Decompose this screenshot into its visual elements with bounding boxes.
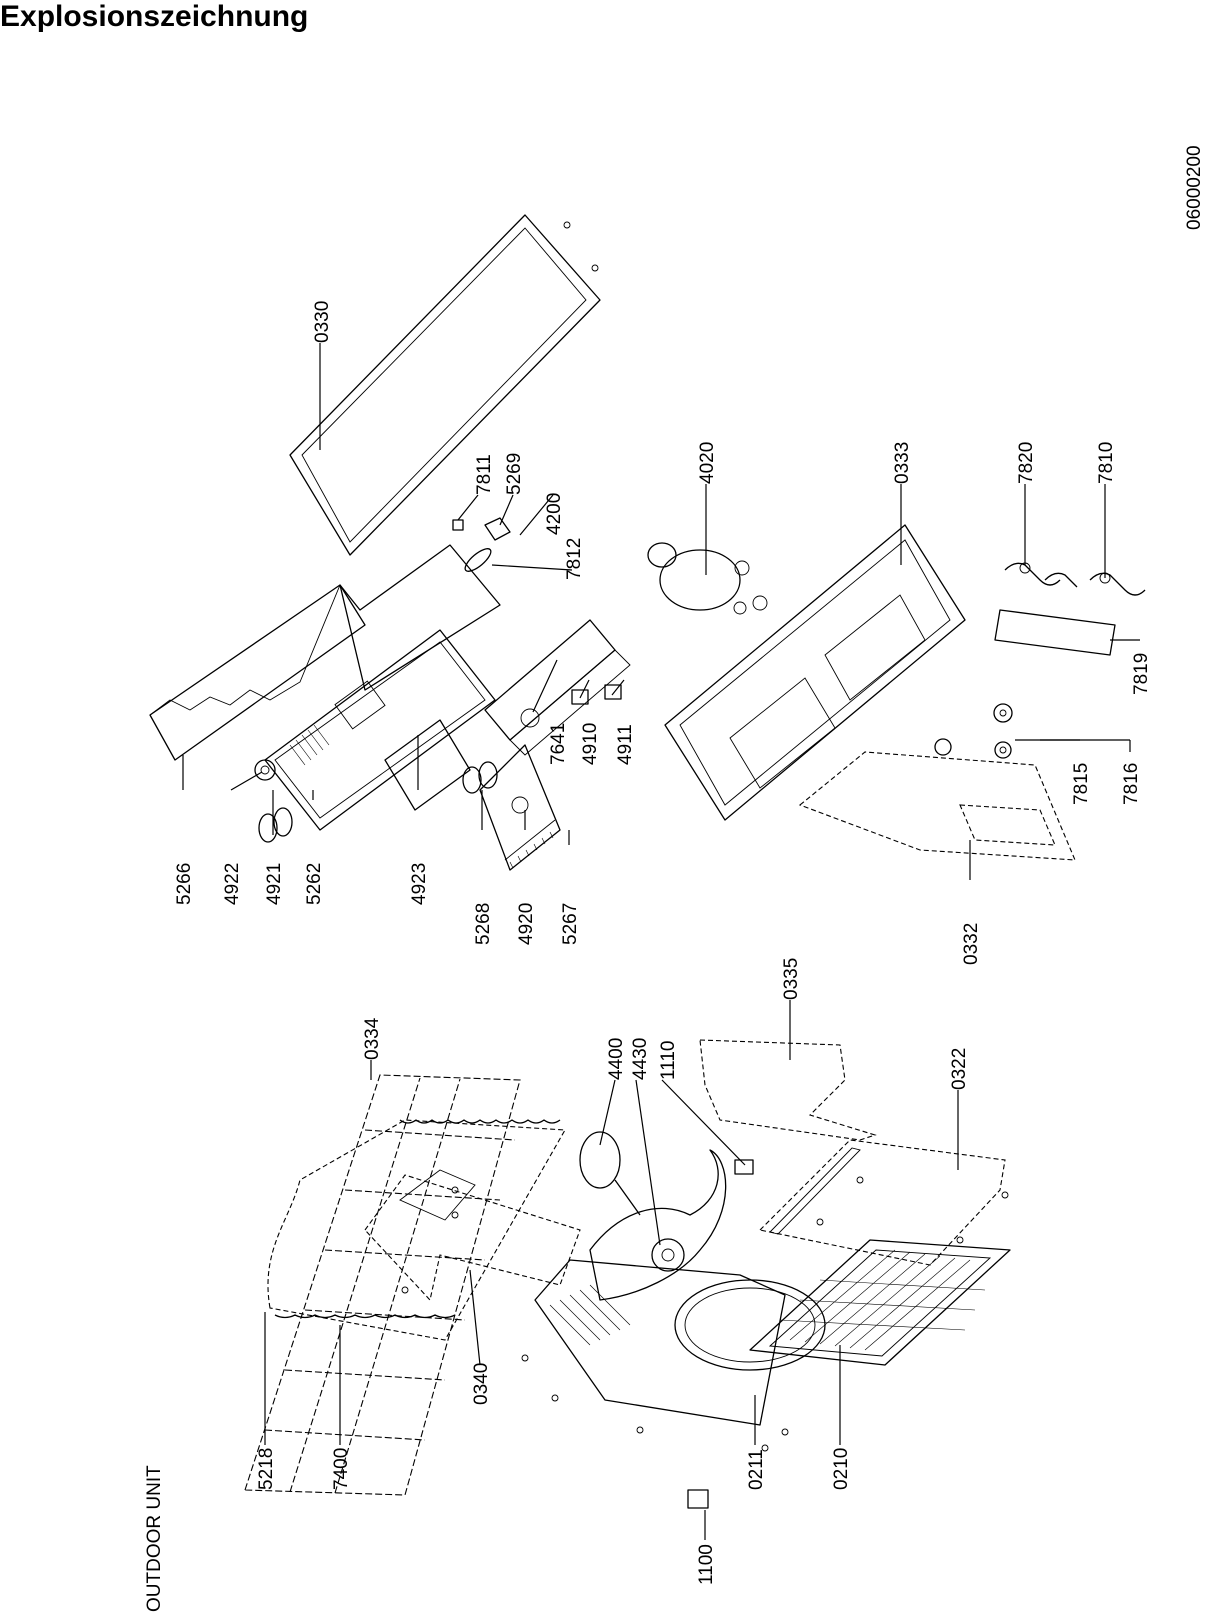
part-label-7810: 7810 [1096, 442, 1117, 484]
pcb-board [462, 744, 561, 871]
part-label-0330: 0330 [312, 301, 333, 343]
part-label-4921: 4921 [264, 863, 285, 905]
part-label-0340: 0340 [471, 1363, 492, 1405]
part-label-7812: 7812 [564, 538, 585, 580]
part-label-5269: 5269 [504, 453, 525, 495]
screws [401, 1176, 1009, 1452]
part-label-4922: 4922 [222, 863, 243, 905]
part-label-5267: 5267 [560, 903, 581, 945]
motor-bracket [364, 1169, 581, 1302]
part-label-7400: 7400 [331, 1448, 352, 1490]
control-box [264, 629, 496, 831]
bottom-clip [687, 1489, 709, 1509]
valve-caps [934, 703, 1013, 759]
unit-label: OUTDOOR UNIT [144, 1465, 165, 1612]
fan-clip [734, 1159, 754, 1175]
service-valves [1004, 562, 1146, 596]
part-label-4920: 4920 [516, 903, 537, 945]
condenser-coil [267, 1119, 566, 1341]
part-label-4400: 4400 [606, 1038, 627, 1080]
page-title: Explosionszeichnung [0, 0, 309, 33]
part-label-7819: 7819 [1131, 653, 1152, 695]
front-grille [749, 1239, 1011, 1366]
capacitor-group [254, 759, 293, 843]
part-label-7641: 7641 [548, 723, 569, 765]
fan-motor [579, 1131, 641, 1216]
part-label-7816: 7816 [1121, 763, 1142, 805]
rear-grille [244, 1074, 521, 1496]
part-label-7820: 7820 [1016, 442, 1037, 484]
cover-plate [384, 719, 471, 811]
part-label-7811: 7811 [474, 454, 495, 495]
part-label-4910: 4910 [580, 723, 601, 765]
part-label-5266: 5266 [174, 863, 195, 905]
service-terminal-strip [994, 609, 1116, 656]
part-label-0335: 0335 [781, 958, 802, 1000]
leader-lines [182, 343, 1140, 1540]
base-pan [664, 524, 966, 821]
front-panel-right [758, 1139, 1006, 1266]
top-cover-panel [289, 214, 601, 556]
part-label-4911: 4911 [615, 724, 636, 765]
part-labels: 0330 5266 4922 4921 5262 4923 5268 4920 … [174, 301, 1152, 1585]
part-label-0210: 0210 [831, 1448, 852, 1490]
terminal-housing [484, 619, 631, 756]
part-label-4020: 4020 [697, 442, 718, 484]
compressor [647, 542, 768, 615]
part-label-1110: 1110 [658, 1041, 679, 1080]
part-label-0334: 0334 [362, 1017, 383, 1060]
part-label-4923: 4923 [409, 863, 430, 905]
part-label-1100: 1100 [696, 1544, 717, 1585]
part-label-0322: 0322 [949, 1048, 970, 1090]
fan-blade [589, 1149, 727, 1301]
middle-partition [699, 1039, 877, 1141]
part-label-7815: 7815 [1071, 763, 1092, 805]
part-label-4430: 4430 [630, 1038, 651, 1080]
part-label-5268: 5268 [473, 903, 494, 945]
front-panel [534, 1259, 826, 1426]
part-label-0332: 0332 [961, 923, 982, 965]
part-label-5262: 5262 [304, 863, 325, 905]
drawing-code: 06000200 [1184, 145, 1205, 230]
terminal-blocks [571, 684, 622, 705]
part-label-0333: 0333 [892, 442, 913, 484]
small-components [452, 517, 511, 572]
part-label-4200: 4200 [544, 493, 565, 535]
part-label-0211: 0211 [746, 1449, 767, 1490]
part-label-5218: 5218 [256, 1448, 277, 1490]
partition-sheet [798, 751, 1076, 861]
side-panel-left [149, 544, 501, 761]
